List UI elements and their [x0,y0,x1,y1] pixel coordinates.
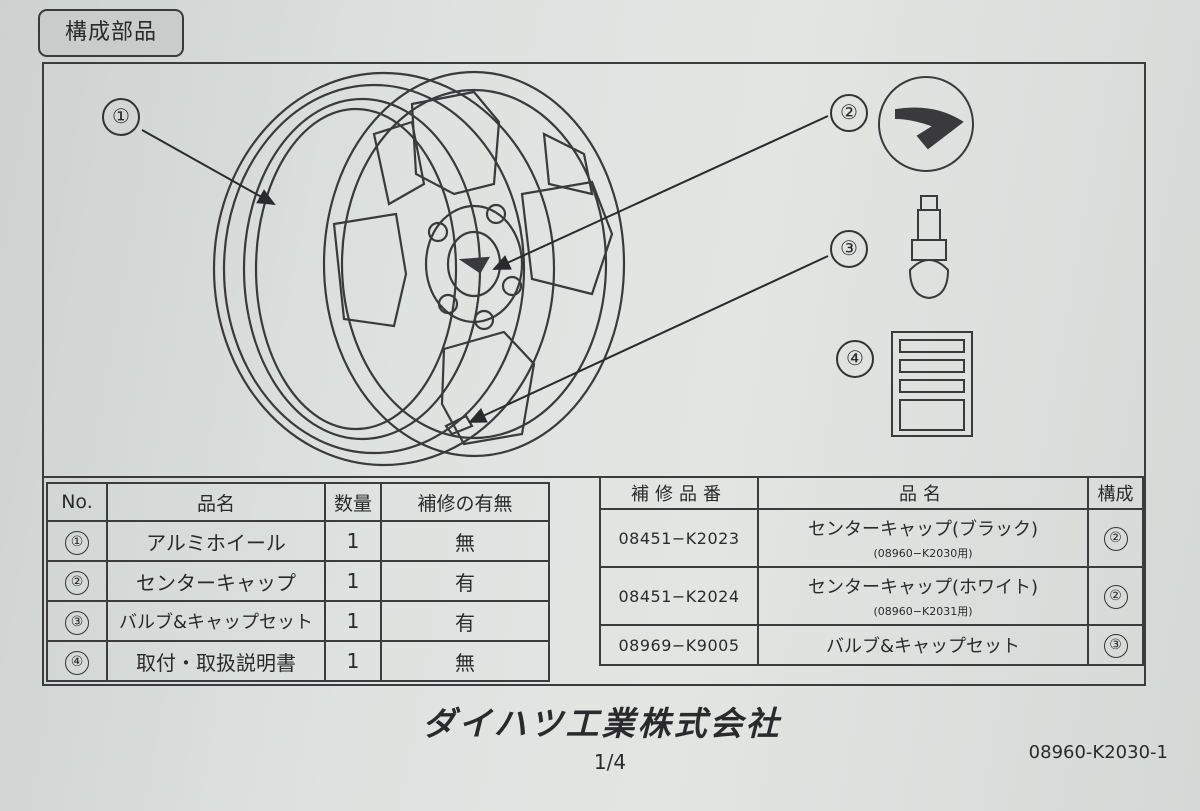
alloy-wheel-icon [212,70,626,467]
row-part-no: 08969−K9005 [599,624,759,666]
header-name: 品名 [757,476,1089,510]
row-repair: 無 [380,520,550,562]
row-composition: ③ [1103,633,1128,658]
header-part-no: 補修品番 [599,476,759,510]
row-qty: 1 [324,560,382,602]
callout-3: ③ [830,230,868,268]
table-row: 08969−K9005 バルブ&キャップセット ③ [599,624,1144,666]
table-row: ① アルミホイール 1 無 [46,520,550,562]
row-name: アルミホイール [106,520,326,562]
row-no: ② [65,571,89,595]
table-header: 補修品番 品名 構成 [599,476,1144,510]
row-name: センターキャップ(ブラック) [807,519,1039,540]
header-repair: 補修の有無 [380,482,550,522]
row-repair: 有 [380,600,550,642]
header-no: No. [46,482,108,522]
row-name-cell: センターキャップ(ホワイト) (08960−K2031用) [757,566,1089,626]
valve-icon [908,195,950,300]
row-repair: 有 [380,560,550,602]
row-qty: 1 [324,600,382,642]
row-name: センターキャップ [106,560,326,602]
table-row: 08451−K2024 センターキャップ(ホワイト) (08960−K2031用… [599,566,1144,626]
header-composition: 構成 [1087,476,1144,510]
header-name: 品名 [106,482,326,522]
row-note: (08960−K2030用) [873,547,973,560]
row-composition: ② [1103,584,1128,609]
row-no: ③ [65,611,89,635]
row-part-no: 08451−K2023 [599,508,759,568]
section-tag: 構成部品 [38,9,184,57]
manual-icon [891,331,973,437]
row-name-cell: センターキャップ(ブラック) (08960−K2030用) [757,508,1089,568]
row-name: バルブ&キャップセット [757,624,1089,666]
row-note: (08960−K2031用) [873,605,973,618]
page-number: 1/4 [593,750,627,774]
callout-4: ④ [836,340,874,378]
table-header: No. 品名 数量 補修の有無 [46,482,550,522]
callout-2: ② [830,94,868,132]
header-qty: 数量 [324,482,382,522]
components-frame: ① ② ③ ④ No. 品名 数量 補修の有無 ① アルミホイール 1 無 ② … [42,62,1146,686]
row-name: 取付・取扱説明書 [106,640,326,682]
row-qty: 1 [324,520,382,562]
table-row: ④ 取付・取扱説明書 1 無 [46,640,550,682]
table-row: ③ バルブ&キャップセット 1 有 [46,600,550,642]
components-table: No. 品名 数量 補修の有無 ① アルミホイール 1 無 ② センターキャップ… [46,482,550,682]
center-cap-icon [878,76,974,172]
illustration-drawing [141,70,974,467]
row-name: バルブ&キャップセット [106,600,326,642]
document-number: 08960-K2030-1 [1028,742,1168,763]
row-repair: 無 [380,640,550,682]
repair-parts-table: 補修品番 品名 構成 08451−K2023 センターキャップ(ブラック) (0… [599,476,1144,666]
row-qty: 1 [324,640,382,682]
row-composition: ② [1103,526,1128,551]
row-name: センターキャップ(ホワイト) [807,577,1039,598]
table-row: ② センターキャップ 1 有 [46,560,550,602]
table-row: 08451−K2023 センターキャップ(ブラック) (08960−K2030用… [599,508,1144,568]
company-name: ダイハツ工業株式会社 [422,704,782,743]
row-no: ④ [65,651,89,675]
row-no: ① [65,531,89,555]
callout-1: ① [102,98,140,136]
illustration-area: ① ② ③ ④ [44,64,1144,478]
row-part-no: 08451−K2024 [599,566,759,626]
